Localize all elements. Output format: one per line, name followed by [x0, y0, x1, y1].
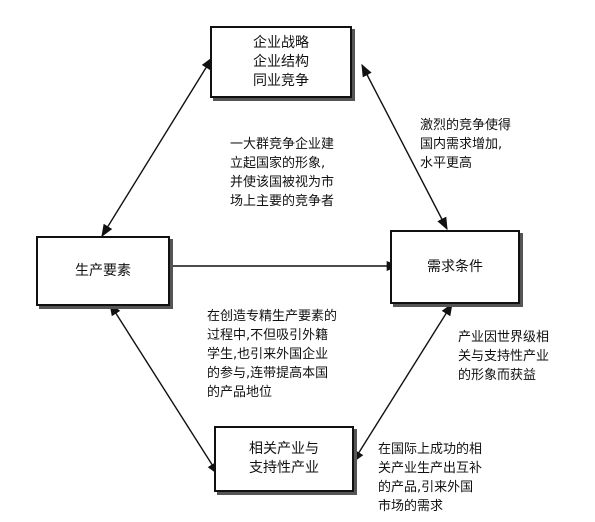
- note-related-demand: 在国际上成功的相 关产业生产出互补 的产品,引来外国 市场的需求: [378, 440, 482, 516]
- note-line: 场上主要的竞争者: [230, 194, 335, 209]
- arrow-strategy-demand: [361, 63, 448, 231]
- note-line: 关产业生产出互补: [378, 461, 483, 476]
- note-line: 在国际上成功的相: [378, 442, 483, 457]
- arrow-demand-related: [352, 302, 453, 464]
- note-line: 产业因世界级相: [458, 330, 550, 345]
- note-line: 国内需求增加,: [420, 137, 503, 152]
- note-line: 激烈的竞争使得: [420, 118, 512, 133]
- note-line: 一大群竞争企业建: [230, 137, 335, 152]
- arrow-factors-related: [109, 302, 219, 476]
- strategy-line-1: 企业战略: [253, 34, 309, 51]
- note-demand-related: 产业因世界级相 关与支持性产业 的形象而获益: [458, 328, 549, 385]
- demand-box: 需求条件: [390, 230, 520, 304]
- note-line: 立起国家的形象,: [230, 156, 326, 171]
- note-strategy-demand: 激烈的竞争使得 国内需求增加, 水平更高: [420, 116, 511, 173]
- strategy-line-2: 企业结构: [253, 53, 309, 70]
- arrow-strategy-factors: [101, 56, 213, 238]
- note-line: 市场的需求: [378, 499, 444, 514]
- note-line: 的参与,连带提高本国: [207, 366, 329, 381]
- factors-label: 生产要素: [75, 262, 131, 279]
- note-line: 的产品地位: [207, 385, 273, 400]
- demand-label: 需求条件: [427, 258, 483, 275]
- note-line: 在创造专精生产要素的: [207, 309, 338, 324]
- note-factors-related: 在创造专精生产要素的 过程中,不但吸引外籍 学生,也引来外国企业 的参与,连带提…: [207, 307, 337, 402]
- note-line: 的产品,引来外国: [378, 480, 474, 495]
- related-box: 相关产业与 支持性产业: [214, 426, 354, 492]
- note-line: 并使该国被视为市: [230, 175, 335, 190]
- strategy-line-3: 同业竞争: [253, 72, 309, 89]
- note-line: 学生,也引来外国企业: [207, 347, 329, 362]
- related-line-1: 相关产业与: [249, 441, 319, 457]
- related-line-2: 支持性产业: [249, 460, 319, 476]
- note-line: 水平更高: [420, 156, 473, 171]
- note-line: 过程中,不但吸引外籍: [207, 328, 329, 343]
- note-line: 关与支持性产业: [458, 349, 550, 364]
- note-line: 的形象而获益: [458, 368, 537, 383]
- note-strategy-factors: 一大群竞争企业建 立起国家的形象, 并使该国被视为市 场上主要的竞争者: [230, 135, 334, 211]
- strategy-box: 企业战略 企业结构 同业竞争: [210, 26, 352, 98]
- factors-box: 生产要素: [36, 236, 170, 306]
